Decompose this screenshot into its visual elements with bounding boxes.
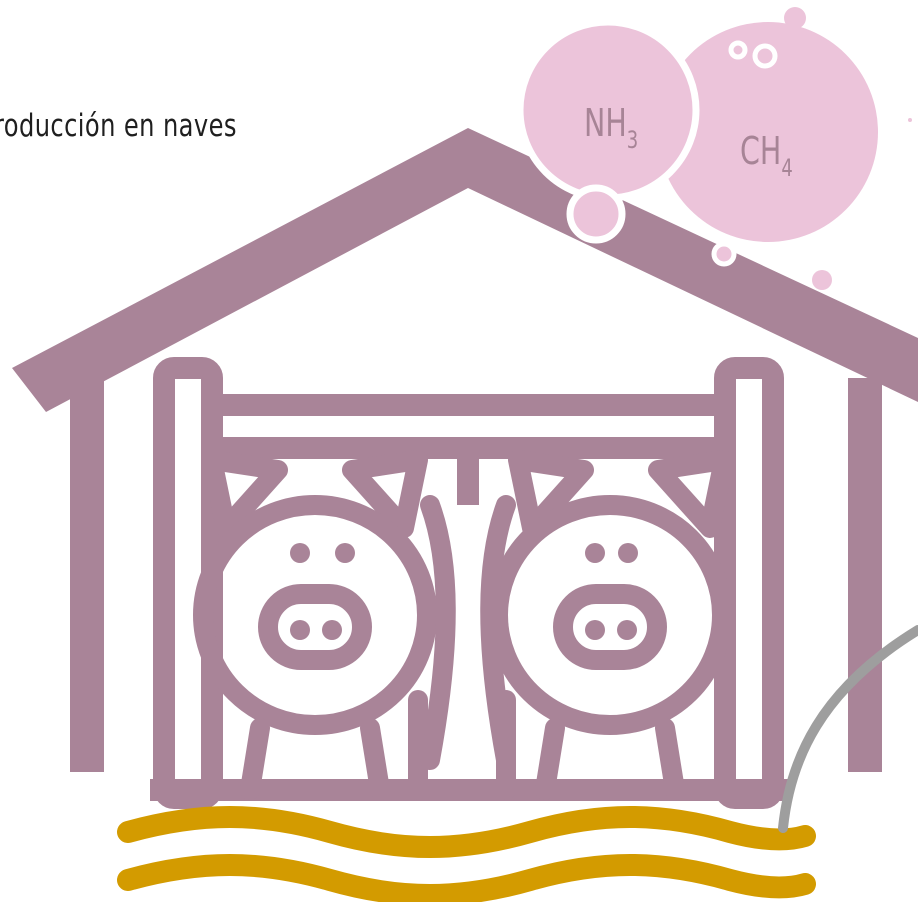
pig-left-snout — [268, 594, 362, 660]
pig-right-snout — [563, 594, 657, 660]
pig-left-nostril-1 — [290, 620, 310, 640]
pig-right-eye-1 — [585, 543, 605, 563]
pig-right — [490, 460, 724, 790]
slurry-wave-2 — [128, 865, 805, 895]
barn-right-wall — [848, 378, 882, 772]
gas-bubbles: NH3 CH4 — [520, 7, 912, 290]
bubble-tiny-dot — [908, 118, 912, 122]
bubble-small-connector — [570, 188, 622, 240]
bubble-small-bottom — [714, 244, 734, 264]
pig-left-eye-2 — [335, 543, 355, 563]
slurry-wave-1 — [128, 817, 805, 847]
bubble-small-right — [812, 270, 832, 290]
barn-left-wall — [70, 380, 104, 772]
pig-right-eye-2 — [618, 543, 638, 563]
bubble-small-top — [784, 7, 806, 29]
pig-pen — [150, 368, 790, 798]
pig-left-head — [203, 505, 427, 725]
pig-right-nostril-2 — [617, 620, 637, 640]
slurry — [128, 817, 805, 895]
pig-right-head — [498, 505, 722, 725]
pig-right-nostril-1 — [585, 620, 605, 640]
pig-left-nostril-2 — [322, 620, 342, 640]
pig-left-eye-1 — [290, 543, 310, 563]
